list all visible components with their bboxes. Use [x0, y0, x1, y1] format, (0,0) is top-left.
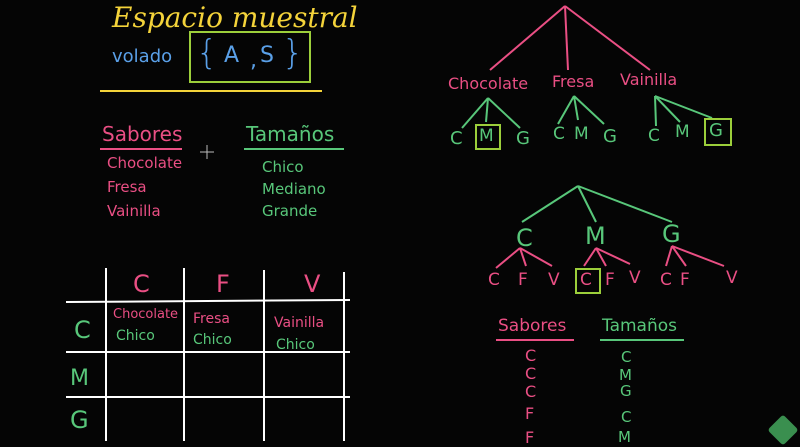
tree1-leaf: C: [450, 128, 463, 149]
tree1-leaf: G: [516, 128, 530, 149]
grid-col-header: C: [133, 270, 150, 298]
bottom-tamanos-header: Tamaños: [602, 316, 677, 336]
tamano-item: Grande: [262, 202, 318, 220]
volado-outcome-a: A: [224, 43, 240, 68]
tree2-top-node: M: [585, 222, 606, 250]
tree2-leaf: F: [518, 270, 528, 290]
volado-outcome-s: S: [260, 43, 274, 68]
tree1-leaf-highlight: [475, 124, 501, 150]
tree1-top-node: Chocolate: [448, 74, 529, 93]
tamano-item: Chico: [262, 158, 304, 176]
tree2-leaf: F: [605, 270, 615, 290]
tree2-leaf: C: [660, 270, 672, 290]
volado-label: volado: [112, 46, 173, 67]
grid-cell-flavor: Vainilla: [274, 315, 325, 331]
grid-cell-size: Chico: [193, 332, 232, 348]
tree1-top-node: Fresa: [552, 72, 595, 91]
sabor-item: Fresa: [107, 178, 147, 196]
bottom-tamano-item: M: [619, 366, 632, 384]
sabor-item: Vainilla: [107, 202, 161, 220]
tree2-leaf-highlight: [575, 268, 601, 294]
sabores-underline: [100, 148, 182, 150]
tamanos-header: Tamaños: [246, 122, 335, 146]
volado-set-box: [189, 31, 311, 83]
bottom-sabor-item: F: [525, 404, 535, 423]
grid-col-header: V: [304, 270, 321, 298]
tree2-top-node: G: [662, 220, 681, 248]
volado-brace-open: {: [196, 33, 218, 73]
bottom-sabor-item: C: [525, 346, 537, 365]
tree1-leaf: M: [675, 122, 690, 142]
bottom-tamano-item: M: [618, 428, 631, 446]
grid-col-header: F: [216, 270, 230, 298]
tree1-leaf-highlight: [704, 118, 732, 146]
tree2-leaf: V: [726, 268, 738, 288]
sabor-item: Chocolate: [107, 154, 183, 172]
tree2-leaf: V: [629, 268, 641, 288]
tamanos-underline: [244, 148, 344, 150]
bottom-sabor-item: C: [525, 382, 537, 401]
grid-row-header: C: [74, 316, 91, 344]
tree1-leaf: M: [574, 124, 589, 144]
bottom-tamano-item: G: [620, 382, 632, 400]
bottom-sabores-header: Sabores: [498, 316, 567, 336]
title-underline: [100, 90, 322, 92]
grid-row-header: G: [70, 406, 89, 434]
tree2-leaf: V: [548, 270, 560, 290]
tree1-leaf: G: [603, 126, 617, 147]
tree1-leaf: C: [553, 124, 565, 144]
grid-cell-flavor: Chocolate: [113, 307, 179, 322]
bottom-tamano-item: C: [621, 408, 632, 426]
tree1-top-node: Vainilla: [620, 70, 678, 89]
volado-brace-close: }: [282, 33, 304, 73]
volado-comma: ,: [250, 48, 257, 73]
tree2-leaf: C: [488, 270, 500, 290]
bottom-sabor-item: F: [525, 428, 535, 447]
sabores-header: Sabores: [102, 122, 183, 146]
tree2-top-node: C: [516, 224, 533, 252]
grid-cell-size: Chico: [116, 328, 155, 344]
tree1-leaf: M: [479, 126, 494, 146]
bottom-tamanos-underline: [600, 339, 684, 341]
tree1-leaf: G: [709, 120, 723, 141]
bottom-sabores-underline: [496, 339, 574, 341]
tree1-leaf: C: [648, 126, 660, 146]
grid-row-header: M: [70, 366, 89, 391]
grid-cell-size: Chico: [276, 337, 315, 353]
tree2-leaf: F: [680, 270, 690, 290]
tree2-leaf: C: [580, 270, 592, 290]
page-title: Espacio muestral: [112, 1, 358, 34]
grid-cell-flavor: Fresa: [193, 311, 230, 327]
bottom-tamano-item: C: [621, 348, 632, 366]
bottom-sabor-item: C: [525, 364, 537, 383]
tamano-item: Mediano: [262, 180, 326, 198]
